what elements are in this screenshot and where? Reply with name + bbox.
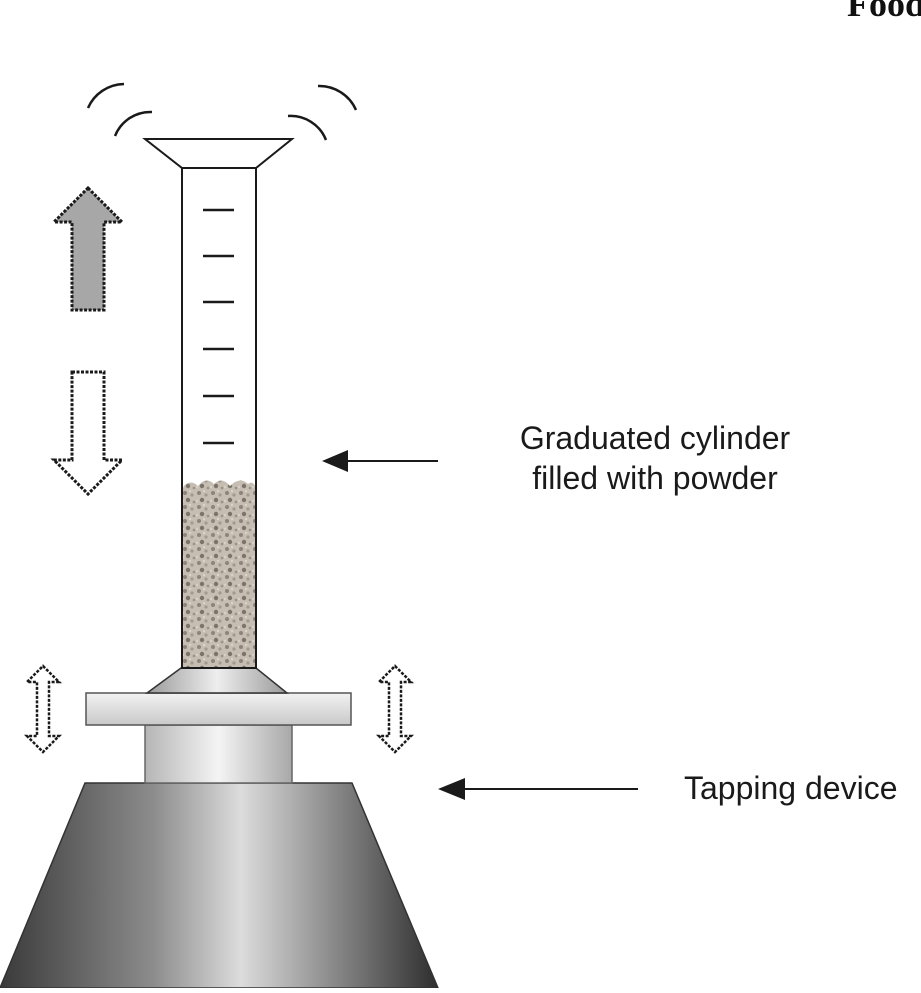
vibration-arc-icon — [86, 82, 358, 141]
tapping-device-base — [0, 782, 440, 989]
cylinder-foot — [144, 667, 290, 694]
powder — [182, 480, 256, 668]
tapping-device-label: Tapping device — [684, 770, 898, 806]
cylinder-label: Graduated cylinder filled with powder — [500, 418, 810, 498]
pointer-arrow-icon — [322, 450, 438, 472]
header-title-fragment: Food — [846, 0, 921, 24]
graduation-marks — [203, 208, 234, 445]
down-arrow-icon — [50, 370, 126, 497]
tapping-device-neck — [144, 724, 293, 784]
funnel — [142, 138, 295, 169]
tapping-device-plate — [85, 692, 352, 726]
double-arrow-icon — [375, 664, 415, 754]
up-arrow-icon — [50, 185, 126, 312]
cylinder-label-line2: filled with powder — [532, 460, 778, 496]
double-arrow-icon — [23, 664, 63, 754]
cylinder-label-line1: Graduated cylinder — [519, 420, 791, 456]
pointer-arrow-icon — [438, 778, 638, 800]
